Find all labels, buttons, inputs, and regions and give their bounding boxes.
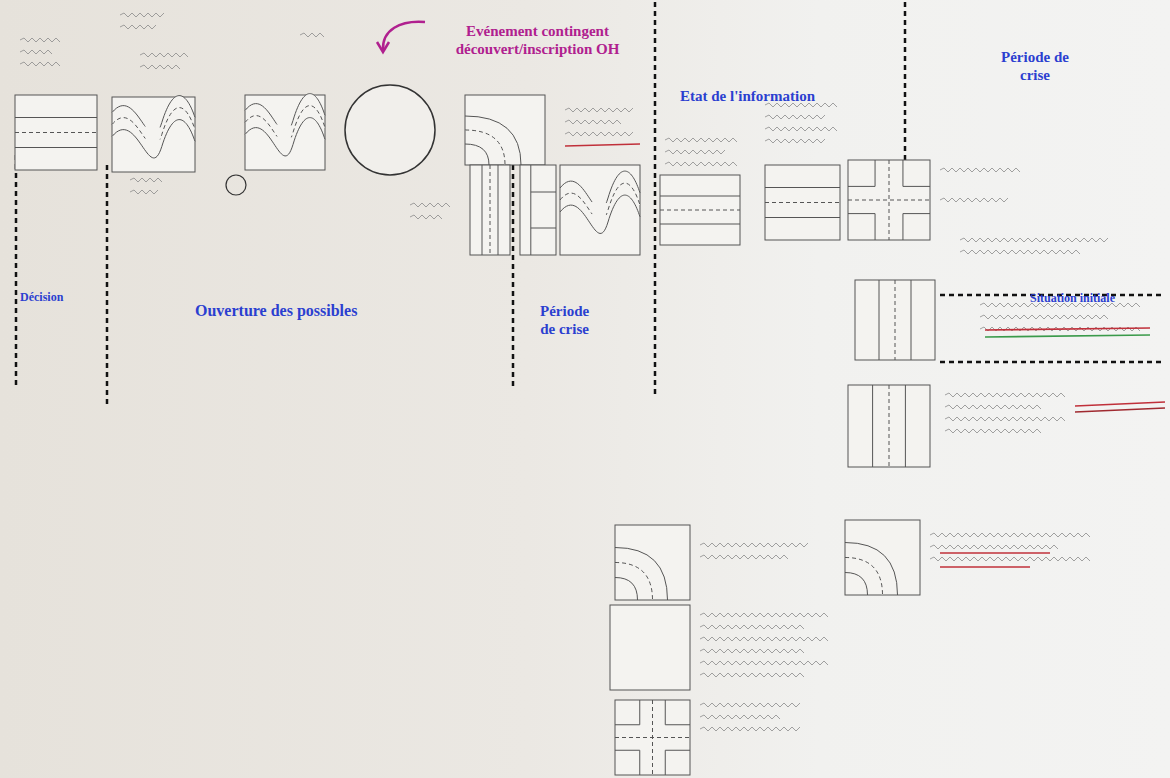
scribble bbox=[940, 198, 1008, 202]
scribble bbox=[945, 393, 1065, 397]
scribble bbox=[120, 13, 164, 17]
scribble bbox=[700, 649, 804, 653]
scribble bbox=[960, 250, 1080, 254]
scribble bbox=[665, 150, 725, 154]
scribble bbox=[700, 703, 800, 707]
road-tile bbox=[765, 165, 840, 240]
handwritten-notes bbox=[20, 13, 1140, 731]
road-tile bbox=[112, 96, 195, 172]
scribble bbox=[120, 25, 156, 29]
section-title: Période de crise bbox=[985, 48, 1085, 84]
scribble bbox=[940, 168, 1020, 172]
road-tile bbox=[15, 95, 97, 170]
scribble bbox=[700, 715, 780, 719]
road-tile bbox=[845, 520, 920, 595]
section-title: Période de crise bbox=[540, 302, 589, 338]
scribble bbox=[140, 65, 180, 69]
scribble bbox=[565, 108, 633, 112]
scribble bbox=[130, 190, 158, 194]
section-dividers bbox=[16, 2, 1165, 405]
section-title: Situation initiale bbox=[1030, 291, 1115, 305]
section-title: Etat de l'information bbox=[680, 87, 815, 105]
scribble bbox=[945, 405, 1041, 409]
scribble bbox=[765, 115, 825, 119]
scribble bbox=[700, 625, 804, 629]
scribble bbox=[700, 727, 800, 731]
scribble bbox=[960, 238, 1108, 242]
scribble bbox=[700, 555, 788, 559]
road-tile bbox=[848, 385, 930, 467]
scribble bbox=[665, 162, 737, 166]
scribble bbox=[700, 613, 828, 617]
road-tile bbox=[848, 160, 930, 240]
section-title: Ouverture des possibles bbox=[195, 301, 357, 320]
scribble bbox=[20, 62, 60, 66]
scribble bbox=[930, 557, 1090, 561]
road-tile bbox=[610, 605, 690, 690]
event-circle bbox=[345, 85, 435, 175]
scribble bbox=[700, 661, 828, 665]
scribble bbox=[140, 53, 188, 57]
scribble bbox=[410, 203, 450, 207]
scribble bbox=[565, 132, 633, 136]
callout-arrow bbox=[383, 22, 425, 50]
road-tile bbox=[470, 165, 510, 255]
callout-arrowhead bbox=[377, 42, 389, 52]
scribble bbox=[700, 673, 804, 677]
underlines bbox=[565, 144, 1165, 567]
scribble bbox=[765, 127, 837, 131]
scribble bbox=[410, 215, 442, 219]
scribble bbox=[930, 533, 1090, 537]
scribble bbox=[20, 50, 52, 54]
scribble bbox=[130, 178, 162, 182]
scribble bbox=[945, 429, 1041, 433]
road-tiles bbox=[15, 94, 935, 775]
road-tile bbox=[660, 175, 740, 245]
scribble bbox=[980, 315, 1108, 319]
scribble bbox=[700, 637, 828, 641]
scribble bbox=[700, 543, 808, 547]
road-tile bbox=[465, 95, 545, 165]
small-circle bbox=[226, 175, 246, 195]
road-tile bbox=[615, 700, 690, 775]
scribble bbox=[765, 139, 825, 143]
road-tile bbox=[560, 165, 640, 255]
scribble bbox=[20, 38, 60, 42]
scribble bbox=[930, 545, 1058, 549]
road-tile bbox=[520, 165, 556, 255]
callout-label: Evénement contingent découvert/inscripti… bbox=[430, 22, 645, 58]
road-tile bbox=[615, 525, 690, 600]
road-tile bbox=[245, 94, 325, 170]
scribble bbox=[665, 138, 737, 142]
section-title: Décision bbox=[20, 290, 63, 304]
scribble bbox=[300, 33, 324, 37]
scribble bbox=[565, 120, 621, 124]
scribble bbox=[945, 417, 1065, 421]
road-tile bbox=[855, 280, 935, 360]
